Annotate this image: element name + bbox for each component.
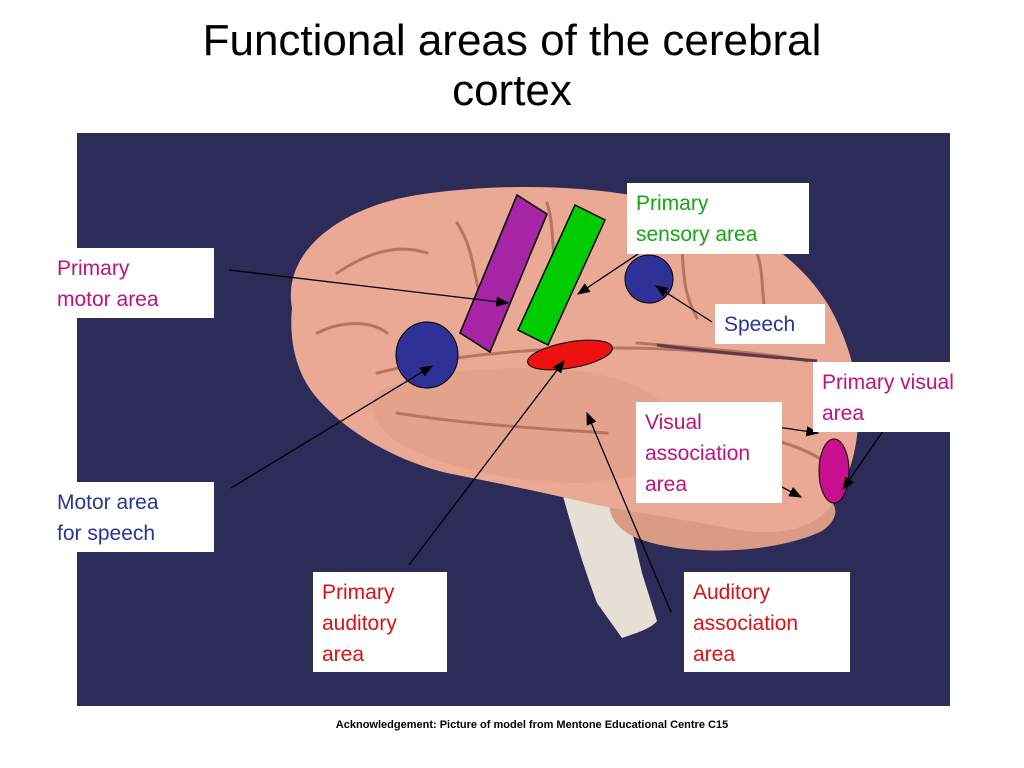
label-primary-visual-line-1: Primary visual bbox=[822, 371, 954, 394]
sulcus-line-c bbox=[335, 247, 429, 275]
label-primary-visual-line-2: area bbox=[822, 402, 865, 425]
label-speech-line-1: Speech bbox=[724, 313, 796, 336]
label-primary-motor-line-1: Primary bbox=[57, 257, 130, 280]
sulcus-line-h bbox=[315, 322, 389, 335]
fissure-line bbox=[656, 343, 818, 363]
label-primary-motor-line-2: motor area bbox=[57, 288, 159, 311]
label-auditory-association-line-2: association bbox=[693, 612, 799, 635]
label-speech: Speech bbox=[715, 304, 825, 344]
label-primary-auditory-line-3: area bbox=[322, 643, 365, 666]
label-primary-sensory-line-1: Primary bbox=[636, 192, 709, 215]
label-visual-association-line-3: area bbox=[645, 473, 688, 496]
label-visual-association-line-2: association bbox=[645, 442, 751, 465]
label-visual-association-line-1: Visual bbox=[645, 411, 702, 434]
label-primary-sensory-line-2: sensory area bbox=[636, 223, 758, 246]
title-line-2: cortex bbox=[452, 66, 572, 115]
label-motor-speech-line-1: Motor area bbox=[57, 491, 159, 514]
label-primary-motor-area: Primary motor area bbox=[48, 248, 214, 318]
label-primary-auditory-line-1: Primary bbox=[322, 581, 395, 604]
label-primary-sensory-area: Primary sensory area bbox=[627, 183, 809, 254]
label-auditory-association-line-3: area bbox=[693, 643, 736, 666]
slide-title: Functional areas of the cerebral cortex bbox=[0, 16, 1024, 116]
label-visual-association-area: Visual association area bbox=[636, 402, 782, 503]
label-auditory-association-area: Auditory association area bbox=[684, 572, 850, 672]
label-motor-area-for-speech: Motor area for speech bbox=[48, 482, 214, 552]
label-primary-auditory-area: Primary auditory area bbox=[313, 572, 447, 672]
label-motor-speech-line-2: for speech bbox=[57, 522, 156, 545]
title-line-1: Functional areas of the cerebral bbox=[202, 16, 822, 65]
label-primary-auditory-line-2: auditory bbox=[322, 612, 397, 635]
label-auditory-association-line-1: Auditory bbox=[693, 581, 771, 604]
label-primary-visual-area: Primary visual area bbox=[813, 362, 991, 432]
acknowledgement-text: Acknowledgement: Picture of model from M… bbox=[335, 719, 729, 731]
